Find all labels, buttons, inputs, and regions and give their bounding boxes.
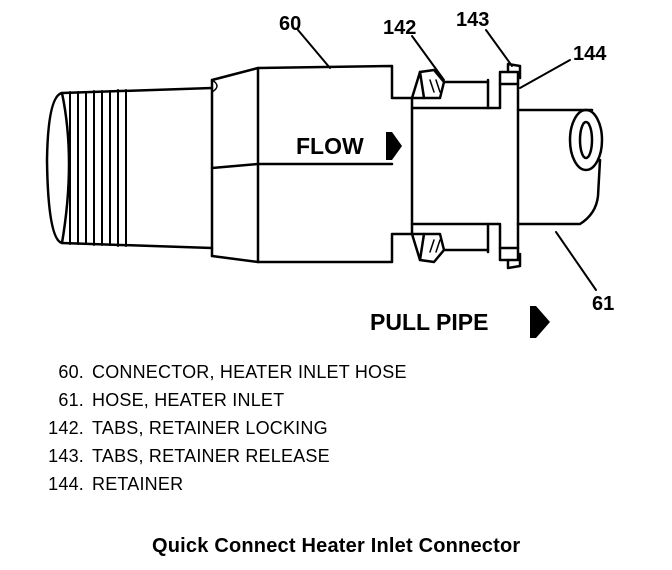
legend-text: CONNECTOR, HEATER INLET HOSE <box>92 362 407 382</box>
callout-144: 144 <box>573 43 607 65</box>
legend-number: 144. <box>48 474 84 494</box>
leader-144 <box>519 59 571 89</box>
connector-diagram: 60 142 143 144 61 FLOW PULL PIPE <box>45 9 614 338</box>
pull-arrow-icon <box>530 306 550 338</box>
leader-61 <box>555 231 597 291</box>
legend-text: TABS, RETAINER LOCKING <box>92 418 328 438</box>
pull-pipe-label: PULL PIPE <box>370 309 488 335</box>
legend-item: 142. TABS, RETAINER LOCKING <box>18 414 478 442</box>
leader-60 <box>297 29 331 69</box>
callout-61: 61 <box>592 293 614 315</box>
legend-text: HOSE, HEATER INLET <box>92 390 285 410</box>
legend-number: 60. <box>58 362 84 382</box>
legend-item: 144. RETAINER <box>18 470 478 498</box>
legend-number: 143. <box>48 446 84 466</box>
upper-locking-tab <box>410 68 490 100</box>
legend-text: TABS, RETAINER RELEASE <box>92 446 330 466</box>
parts-legend: 60. CONNECTOR, HEATER INLET HOSE 61. HOS… <box>18 358 478 498</box>
legend-item: 143. TABS, RETAINER RELEASE <box>18 442 478 470</box>
legend-number: 61. <box>58 390 84 410</box>
lower-locking-tab <box>410 232 490 264</box>
leader-143 <box>485 29 513 67</box>
legend-item: 60. CONNECTOR, HEATER INLET HOSE <box>18 358 478 386</box>
flow-arrow-icon <box>386 132 402 160</box>
retainer <box>410 62 522 270</box>
callout-143: 143 <box>456 9 489 31</box>
threaded-end <box>45 86 214 250</box>
legend-number: 142. <box>48 418 84 438</box>
legend-text: RETAINER <box>92 474 184 494</box>
leader-142 <box>411 35 445 81</box>
callout-60: 60 <box>279 13 301 35</box>
figure-caption: Quick Connect Heater Inlet Connector <box>152 535 521 557</box>
connector-body <box>210 64 414 264</box>
callout-142: 142 <box>383 17 416 39</box>
hose-pipe <box>516 108 604 226</box>
flow-label: FLOW <box>296 133 364 159</box>
legend-item: 61. HOSE, HEATER INLET <box>18 386 478 414</box>
